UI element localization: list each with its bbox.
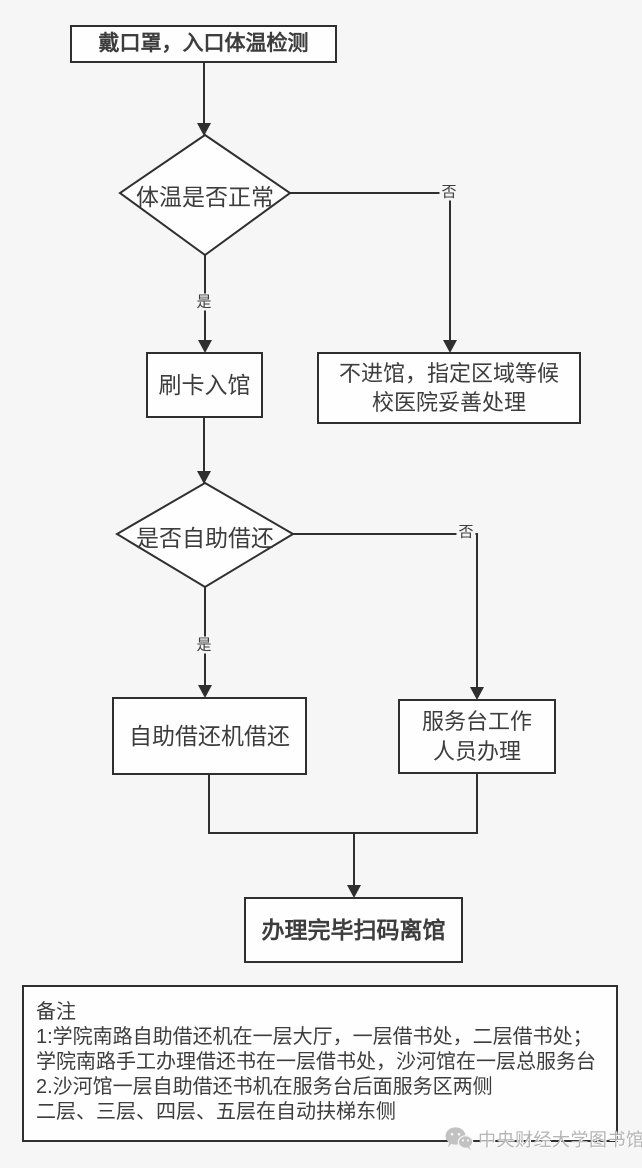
- node-finish: 办理完毕扫码离馆: [244, 897, 463, 963]
- watermark: 中央财经大学图书馆: [444, 1123, 642, 1155]
- node-service-desk-line2: 人员办理: [432, 738, 521, 764]
- edge-label-self-service-no: 否: [456, 523, 476, 541]
- decision-diamond-temperature: [118, 133, 292, 257]
- node-start: 戴口罩，入口体温检测: [70, 25, 337, 63]
- decision-temperature-label: 体温是否正常: [136, 184, 274, 210]
- arrowhead-to-enter: [198, 340, 212, 353]
- node-finish-label: 办理完毕扫码离馆: [261, 916, 446, 943]
- arrowhead-to-selfservice-decision: [197, 471, 211, 484]
- notes-line-4: 二层、三层、四层、五层在自动扶梯东侧: [36, 1101, 396, 1123]
- notes-title: 备注: [36, 1001, 76, 1023]
- notes-line-3: 2.沙河馆一层自助借还书机在服务台后面服务区两侧: [36, 1076, 493, 1098]
- arrowhead-to-finish: [347, 885, 361, 898]
- node-no-entry: 不进馆，指定区域等候 校医院妥善处理: [317, 352, 581, 424]
- arrowhead-to-service-desk: [470, 687, 484, 700]
- arrowhead-to-self-machine: [198, 685, 212, 698]
- edge-label-self-service-yes: 是: [194, 636, 214, 654]
- node-self-machine: 自助借还机借还: [112, 697, 307, 775]
- arrowhead-to-no-entry: [443, 340, 457, 353]
- node-service-desk-line1: 服务台工作: [421, 709, 532, 735]
- notes-line-2: 学院南路手工办理借还书在一层借书处，沙河馆在一层总服务台: [36, 1051, 596, 1073]
- node-enter-library-label: 刷卡入馆: [158, 371, 251, 398]
- watermark-label: 中央财经大学图书馆: [478, 1130, 642, 1150]
- node-self-machine-label: 自助借还机借还: [129, 722, 290, 749]
- edge-selfservice-no: [293, 533, 478, 687]
- arrowhead-to-temp-decision: [197, 123, 211, 136]
- notes-box: 备注 1:学院南路自助借还机在一层大厅，一层借书处，二层借书处； 学院南路手工办…: [22, 985, 618, 1142]
- node-no-entry-line1: 不进馆，指定区域等候: [338, 360, 559, 386]
- notes-line-1: 1:学院南路自助借还机在一层大厅，一层借书处，二层借书处；: [36, 1026, 593, 1048]
- decision-diamond-self-service: [115, 481, 295, 589]
- node-start-label: 戴口罩，入口体温检测: [98, 32, 309, 56]
- edge-merge: [208, 774, 478, 834]
- decision-self-service-label: 是否自助借还: [136, 525, 274, 551]
- wechat-icon: [445, 1127, 474, 1151]
- edge-label-temperature-yes: 是: [194, 293, 214, 311]
- node-service-desk: 服务台工作 人员办理: [398, 699, 556, 774]
- edge-temp-no: [290, 192, 451, 340]
- node-enter-library: 刷卡入馆: [146, 352, 263, 418]
- node-no-entry-line2: 校医院妥善处理: [371, 390, 526, 415]
- edge-label-temperature-no: 否: [439, 183, 459, 201]
